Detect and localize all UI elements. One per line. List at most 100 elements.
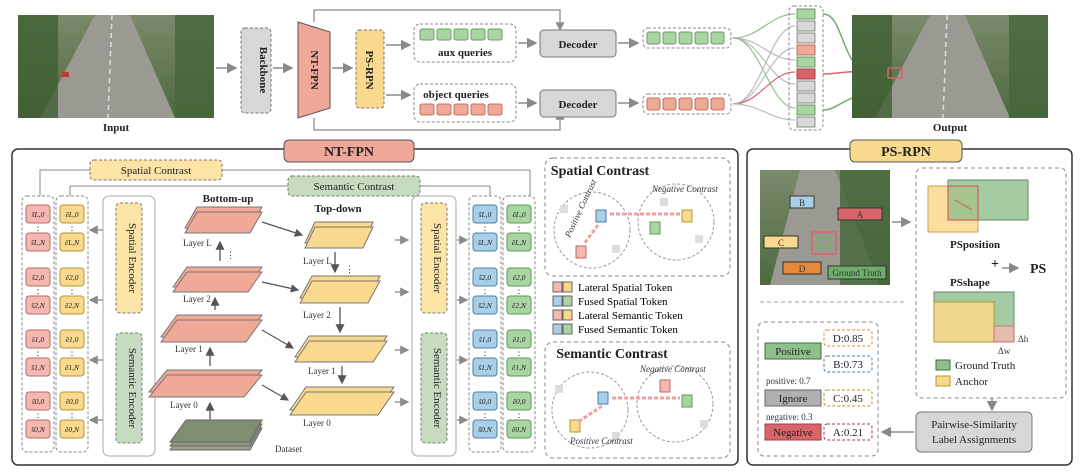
input-label: Input <box>103 122 130 134</box>
backbone-block <box>240 27 272 114</box>
semantic-encoder-right <box>420 332 448 444</box>
token-ellipsis: ⋮ <box>34 412 43 422</box>
gt-column <box>788 5 824 131</box>
token-c3-r7 <box>472 391 498 411</box>
token-c1-r8 <box>25 419 51 439</box>
assignment-line-1: Pairwise-Similarity <box>931 419 1017 431</box>
token-c1-r7 <box>25 391 51 411</box>
ntfpn-panel-title-box <box>283 139 415 163</box>
token-text-c4-r7: ẽ0,0 <box>513 397 526 406</box>
assignment-line-2: Label Assignments <box>932 434 1016 446</box>
token-c4-r5 <box>506 329 532 349</box>
spatial-encoder-left <box>115 202 143 314</box>
token-c1-r6 <box>25 357 51 377</box>
top-down-label: Top-down <box>314 203 361 215</box>
ntfpn-block <box>297 21 331 119</box>
token-text-c3-r5: s̃1,0 <box>479 335 492 344</box>
token-c2-r5 <box>59 329 85 349</box>
token-text-c3-r6: s̃1,N <box>478 363 493 372</box>
score-a-label: A:0.21 <box>833 427 863 439</box>
positive-contrast-label-2: Positive Contrast <box>569 436 633 446</box>
token-text-c1-r5: s̃1,0 <box>32 335 45 344</box>
spatial-contrast-tag-label: Spatial Contrast <box>121 165 192 177</box>
token-c3-r2 <box>472 232 498 252</box>
input-image <box>18 14 214 119</box>
token-text-c1-r1: s̃L,0 <box>32 210 45 219</box>
token-text-c1-r6: s̃1,N <box>31 363 46 372</box>
token-text-c2-r7: ẽ0,0 <box>66 397 79 406</box>
object-queries-box <box>413 83 517 123</box>
token-text-c1-r7: s̃0,0 <box>32 397 45 406</box>
token-c1-r3 <box>25 267 51 287</box>
spatial-contrast-box <box>544 157 731 277</box>
token-text-c4-r3: ẽ2,0 <box>513 273 526 282</box>
token-c1-r4 <box>25 295 51 315</box>
token-ellipsis: ⋮ <box>515 412 524 422</box>
token-c2-r7 <box>59 391 85 411</box>
backbone-label: Backbone <box>257 47 269 94</box>
semantic-contrast-box <box>544 341 731 459</box>
token-c1-r2 <box>25 232 51 252</box>
legend-gt-label: Ground Truth <box>955 360 1016 372</box>
token-text-c2-r3: ẽ2,0 <box>66 273 79 282</box>
legend-swatch <box>552 309 563 321</box>
ps-shape-illustration <box>933 291 1015 343</box>
ps-shape-label: PSshape <box>950 277 990 289</box>
delta-w-label: Δw <box>998 346 1011 356</box>
label-assignment-block <box>915 411 1033 453</box>
token-text-c2-r6: ẽ1,N <box>65 363 80 372</box>
score-d-label: D:0.85 <box>833 333 864 345</box>
positive-threshold: positive: 0.7 <box>766 376 811 386</box>
negative-threshold: negative: 0.3 <box>766 412 813 422</box>
token-text-c2-r2: ẽL,N <box>65 238 80 247</box>
legend-swatch <box>562 295 573 307</box>
token-text-c3-r3: s̃2,0 <box>479 273 492 282</box>
token-column-3 <box>468 195 502 453</box>
token-text-c4-r5: ẽ1,0 <box>513 335 526 344</box>
token-column-2 <box>55 195 89 453</box>
delta-h-label: Δh <box>1018 334 1029 344</box>
svg-text:⋮: ⋮ <box>345 264 354 274</box>
semantic-encoder-right-label: Semantic Encoder <box>431 348 443 429</box>
spatial-contrast-tag <box>89 159 223 181</box>
top-down-stack <box>289 221 395 416</box>
negative-label: Negative <box>773 427 813 439</box>
token-ellipsis: ⋮ <box>34 350 43 360</box>
layer-l-left: Layer L <box>183 238 212 248</box>
token-c4-r8 <box>506 419 532 439</box>
token-text-c4-r8: ẽ0,N <box>512 425 527 434</box>
decoder-bottom-label: Decoder <box>558 99 597 111</box>
box-c-label: C <box>778 238 784 248</box>
ignore-label: Ignore <box>779 393 808 405</box>
token-c2-r3 <box>59 267 85 287</box>
ground-truth-tag-label: Ground Truth <box>832 268 882 278</box>
token-text-c3-r2: s̃L,N <box>478 238 493 247</box>
token-ellipsis: ⋮ <box>68 225 77 235</box>
token-c4-r6 <box>506 357 532 377</box>
legend-swatch <box>562 281 573 293</box>
token-c3-r4 <box>472 295 498 315</box>
token-c2-r1 <box>59 204 85 224</box>
token-grid: s̃L,0⋮s̃L,Ns̃2,0⋮s̃2,Ns̃1,0⋮s̃1,Ns̃0,0⋮s… <box>25 204 532 439</box>
plus-icon: + <box>991 257 999 272</box>
score-a <box>823 423 873 441</box>
score-b <box>823 355 873 373</box>
token-text-c3-r7: s̃0,0 <box>479 397 492 406</box>
legend-swatch <box>562 309 573 321</box>
token-text-c1-r8: s̃0,N <box>31 425 46 434</box>
layer-l-right: Layer L <box>303 256 332 266</box>
score-c <box>823 389 873 407</box>
output-image <box>852 14 1048 119</box>
ntfpn-panel-title: NT-FPN <box>324 145 374 160</box>
token-text-c4-r4: ẽ2,N <box>512 301 527 310</box>
token-c2-r4 <box>59 295 85 315</box>
token-ellipsis: ⋮ <box>68 350 77 360</box>
token-ellipsis: ⋮ <box>481 288 490 298</box>
layer-1-left: Layer 1 <box>175 344 203 354</box>
decoder-top <box>539 29 617 58</box>
bottom-up-label: Bottom-up <box>203 193 254 205</box>
object-query-tokens <box>419 103 503 116</box>
negative-contrast-label-2: Negative Contrast <box>639 364 706 374</box>
